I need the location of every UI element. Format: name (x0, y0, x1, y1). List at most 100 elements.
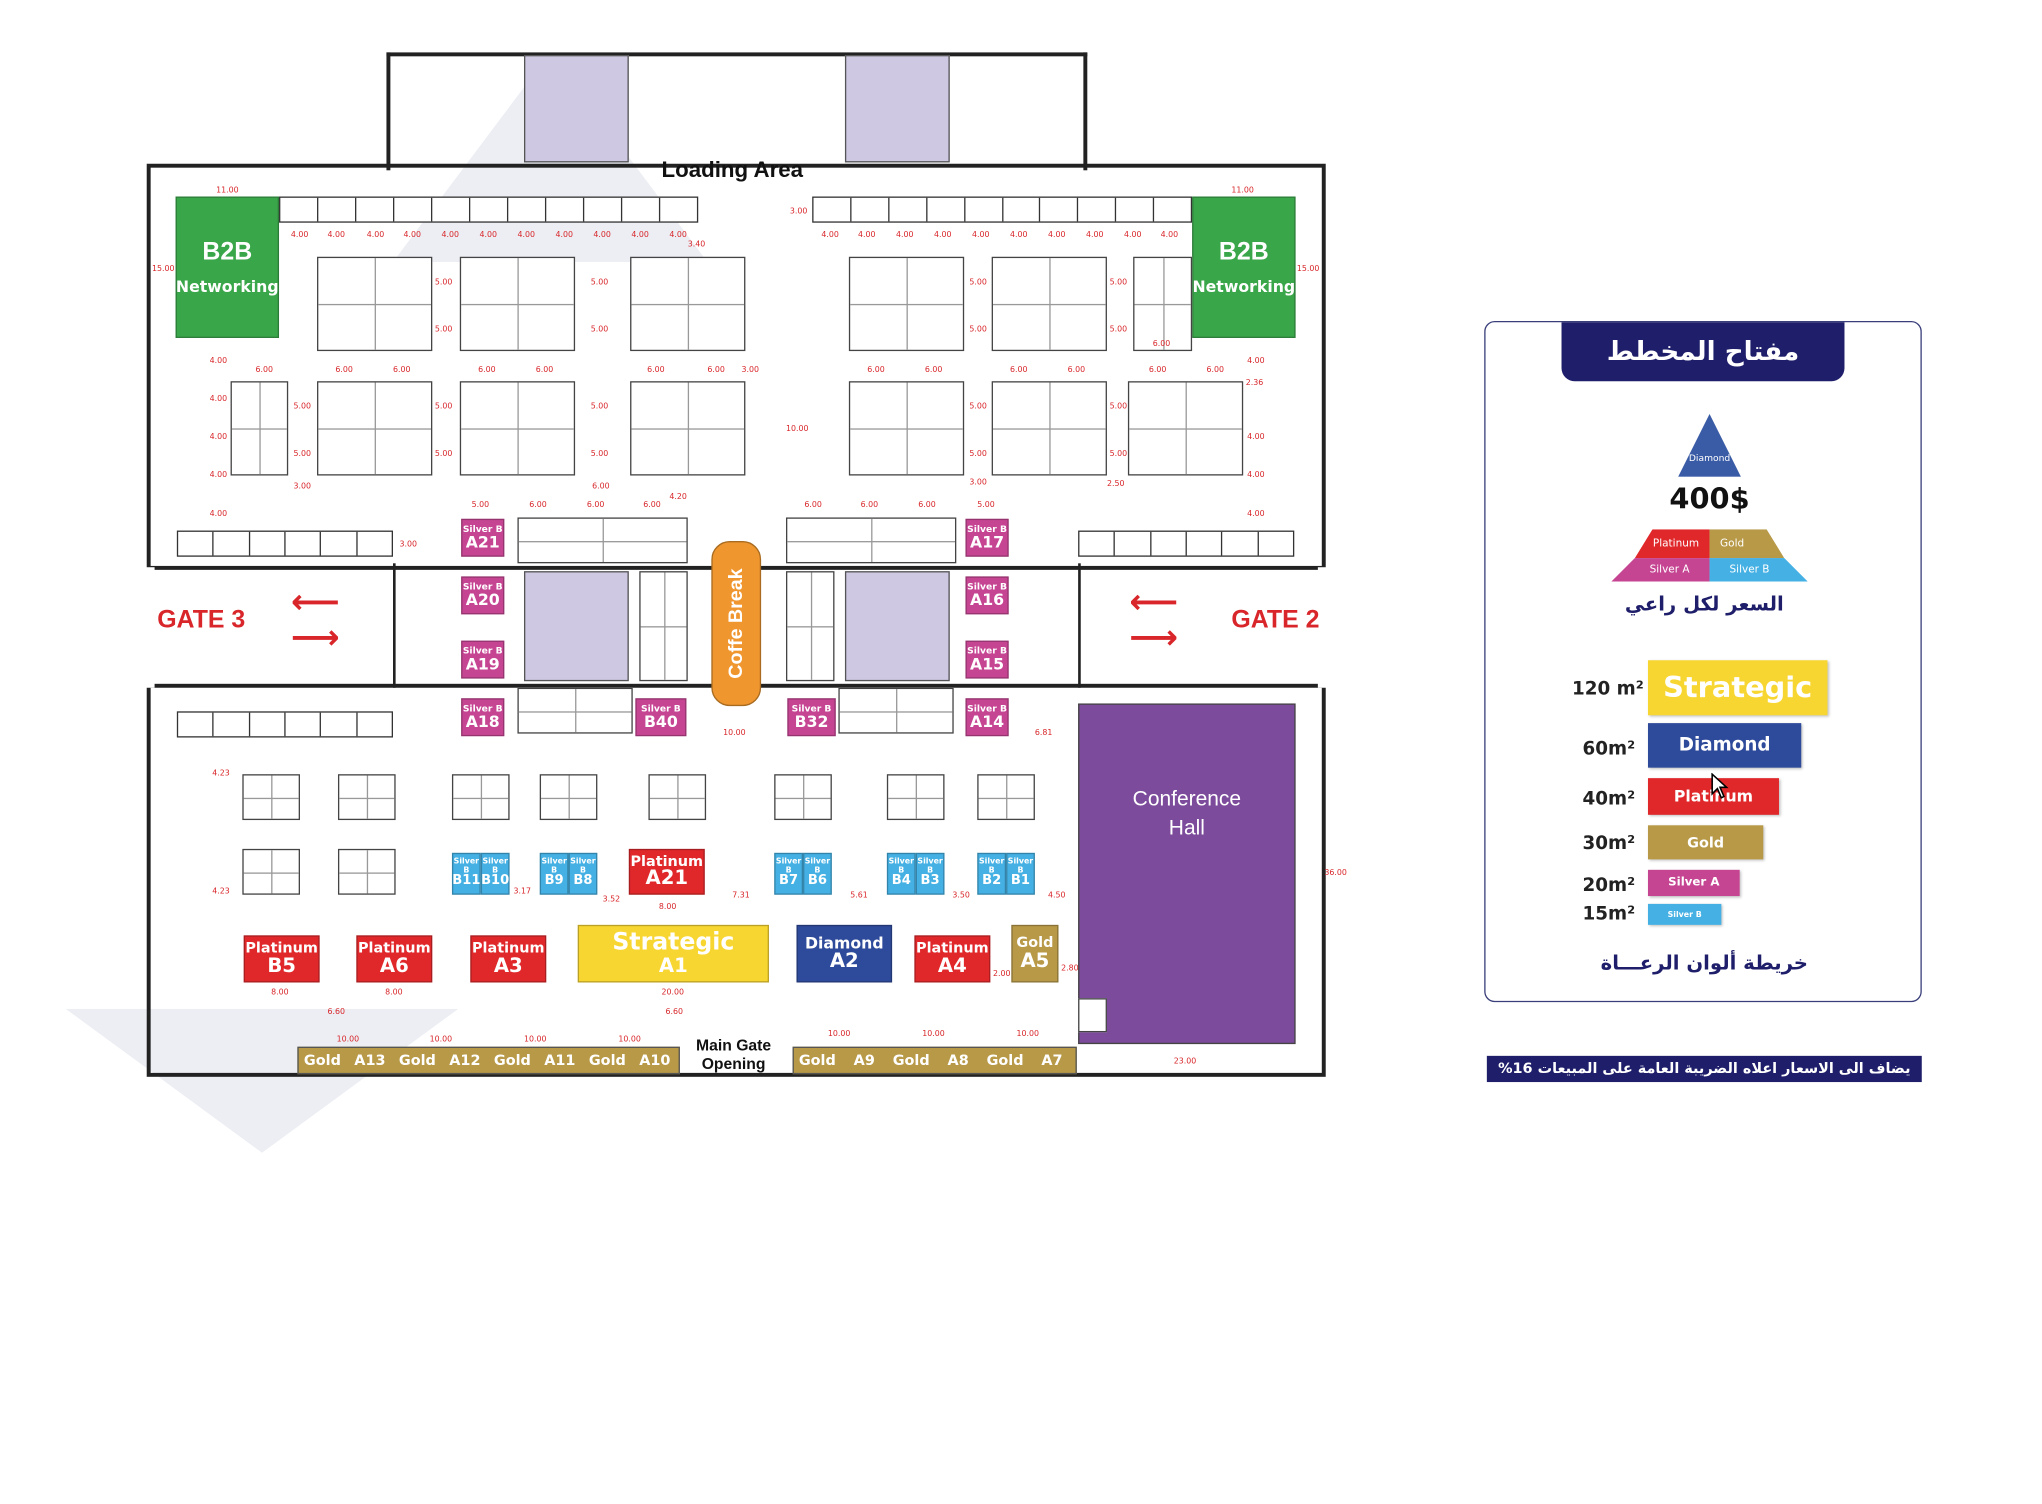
dimension-label: 6.00 (643, 500, 661, 510)
open-space (630, 381, 746, 476)
dimension-label: 6.00 (255, 365, 273, 375)
dimension-label: 5.00 (471, 500, 490, 510)
dimension-label: 6.81 (1034, 728, 1053, 738)
dimension-label: 2.50 (1106, 479, 1125, 489)
legend-panel: مفتاح المخطط Diamond 400$ Platinum Gold … (1484, 320, 1922, 1003)
dimension-label: 4.00 (403, 230, 421, 240)
dimension-label: 4.00 (1048, 230, 1066, 240)
pyramid-platinum: Platinum (1634, 529, 1710, 559)
dimension-label: 4.00 (1010, 230, 1028, 240)
b2b-networking-left[interactable]: B2B Networking (175, 196, 280, 338)
open-space (230, 381, 289, 476)
top-row-left (279, 196, 699, 223)
dimension-label: 4.00 (1123, 230, 1142, 240)
tier-gold-bar[interactable]: Gold (1647, 825, 1764, 860)
open-space (848, 256, 965, 352)
loading-area-label: Loading Area (661, 157, 804, 183)
vat-note: يضاف الى الاسعار اعلاه الضريبة العامة عل… (1486, 1055, 1922, 1083)
dimension-label: 6.00 (860, 500, 879, 510)
gold-cell: A10 (639, 1051, 671, 1069)
tier-strategic-bar[interactable]: Strategic (1647, 660, 1828, 716)
open-space (459, 256, 576, 352)
gold-cell: A11 (544, 1051, 576, 1069)
coffee-break-area[interactable]: Coffe Break (711, 541, 762, 707)
dimension-label: 11.00 (216, 186, 239, 196)
b2b-networking-right[interactable]: B2B Networking (1192, 196, 1296, 338)
gold-cell: Gold (398, 1051, 436, 1069)
arrow-left-icon: ⟵ (1129, 582, 1179, 623)
dimension-label: 8.00 (385, 987, 403, 997)
dimension-label: 5.00 (434, 402, 453, 412)
dimension-label: 5.00 (590, 324, 609, 335)
gold-cell: Gold (892, 1051, 930, 1069)
gold-row-right[interactable]: Gold A9 Gold A8 Gold A7 (792, 1046, 1077, 1075)
dimension-label: 5.00 (969, 277, 987, 287)
tier-silver-a-bar[interactable]: Silver A (1647, 869, 1740, 897)
pyramid-price: 400$ (1669, 483, 1750, 517)
open-space (648, 774, 707, 821)
dimension-label: 4.00 (441, 230, 459, 240)
area-gold: 30m² (1582, 833, 1636, 855)
dimension-label: 10.00 (922, 1029, 945, 1039)
open-space (848, 381, 965, 476)
dimension-label: 6.00 (592, 482, 610, 492)
b2b-left-title: B2B (202, 238, 253, 266)
gate3-gap (141, 567, 155, 688)
center-lavender-right (844, 571, 950, 682)
tier-diamond-bar[interactable]: Diamond (1647, 723, 1802, 768)
open-space (630, 256, 746, 352)
open-space (459, 381, 576, 476)
dimension-label: 6.00 (804, 500, 822, 510)
dimension-label: 4.00 (209, 509, 228, 519)
dimension-label: 6.00 (1148, 365, 1167, 375)
area-strategic: 120 m² (1571, 678, 1644, 700)
dimension-label: 4.00 (209, 432, 228, 442)
dimension-label: 4.00 (555, 230, 573, 240)
dimension-label: 23.00 (1173, 1057, 1197, 1067)
dimension-label: 4.00 (1247, 470, 1265, 480)
gate-2-label: GATE 2 (1231, 606, 1320, 635)
dimension-label: 4.00 (479, 230, 497, 240)
dimension-label: 8.00 (271, 987, 289, 997)
dimension-label: 6.00 (392, 365, 411, 375)
gold-row-left[interactable]: Gold A13 Gold A12 Gold A11 Gold A10 (297, 1046, 680, 1075)
dimension-label: 20.00 (661, 987, 685, 997)
conference-notch (1078, 998, 1107, 1033)
dimension-label: 4.00 (896, 230, 914, 240)
tier-silver-b-bar[interactable]: Silver B (1647, 903, 1722, 925)
mouse-cursor-icon (1711, 772, 1729, 799)
dimension-label: 2.80 (1061, 964, 1079, 974)
conference-hall[interactable]: Conference Hall (1078, 703, 1296, 1045)
gold-cell: Gold (588, 1051, 626, 1069)
area-silver-a: 20m² (1582, 875, 1636, 897)
pyramid-silver-b: Silver B (1709, 558, 1808, 582)
